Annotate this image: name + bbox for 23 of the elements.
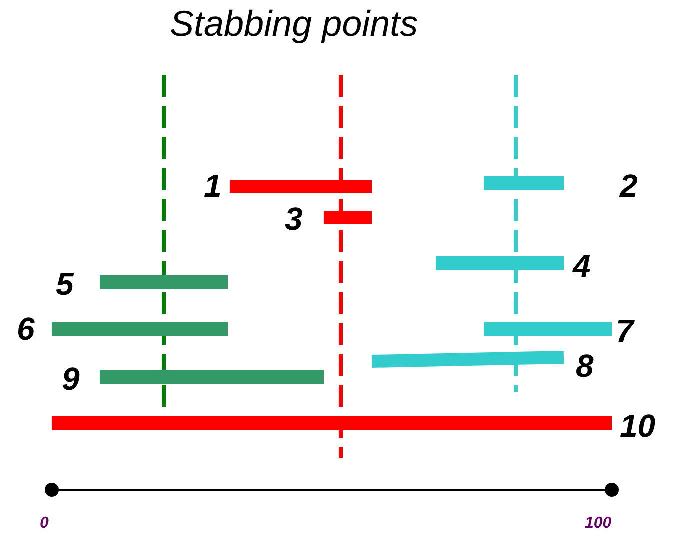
interval-number: 7 bbox=[616, 315, 634, 347]
interval-number: 4 bbox=[573, 250, 591, 282]
interval-number: 6 bbox=[17, 313, 35, 345]
interval-bar bbox=[230, 180, 372, 192]
interval-bar bbox=[484, 176, 564, 190]
interval-bar bbox=[436, 256, 564, 270]
interval-bar bbox=[372, 350, 564, 368]
diagram-title: Stabbing points bbox=[170, 6, 418, 42]
interval-number: 3 bbox=[285, 203, 303, 235]
interval-number: 1 bbox=[204, 170, 222, 202]
interval-number: 8 bbox=[576, 350, 594, 382]
axis-tick-label: 0 bbox=[40, 516, 49, 532]
interval-bar bbox=[324, 210, 372, 224]
axis-tick-label: 100 bbox=[585, 516, 612, 532]
interval-bar bbox=[52, 322, 228, 336]
interval-number: 2 bbox=[620, 170, 638, 202]
interval-bar bbox=[100, 370, 324, 384]
interval-number: 5 bbox=[56, 268, 74, 300]
interval-bar bbox=[100, 275, 228, 289]
interval-bar bbox=[52, 416, 612, 430]
interval-number: 10 bbox=[620, 410, 656, 442]
interval-bar bbox=[484, 322, 612, 336]
interval-number: 9 bbox=[62, 363, 80, 395]
